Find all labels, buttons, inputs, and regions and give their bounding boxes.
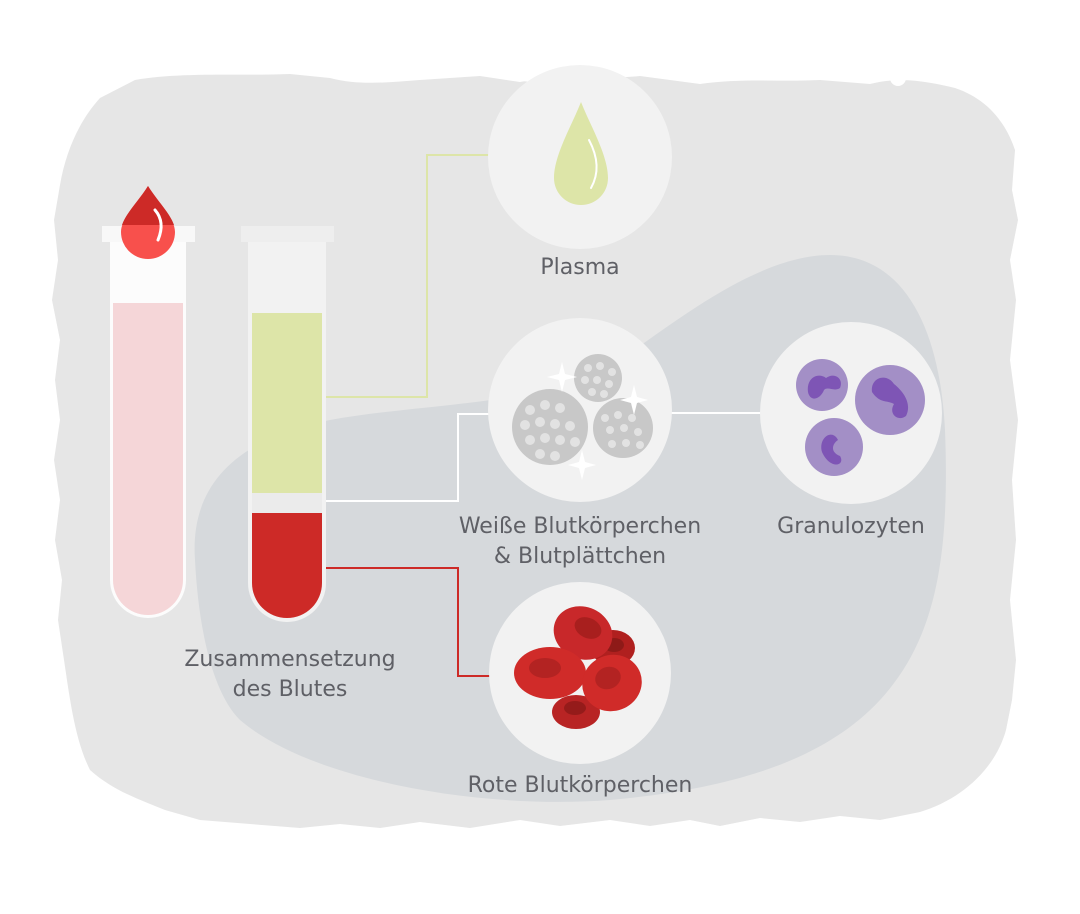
white-blood-cell-icon: [512, 354, 653, 465]
granulocytes-label: Granulozyten: [777, 514, 925, 539]
granulocyte-icon: [796, 359, 925, 476]
plasma-circle: [488, 65, 672, 249]
white-cells-label-line2: & Blutplättchen: [493, 544, 667, 569]
white-cells-connector: [322, 413, 492, 502]
whole-blood-tube: [102, 226, 195, 618]
separated-blood-tube: [241, 226, 334, 622]
granulocytes-circle: [760, 322, 942, 504]
white-cells-circle: [488, 318, 672, 502]
diagram-title: Zusammensetzung des Blutes: [160, 645, 420, 705]
sparkle-icon: [547, 362, 648, 480]
white-cells-label: Weiße Blutkörperchen & Blutplättchen: [420, 512, 740, 572]
diagram-title-line1: Zusammensetzung: [184, 647, 396, 672]
white-cells-label-line1: Weiße Blutkörperchen: [458, 514, 702, 539]
buffy-coat-layer: [252, 493, 322, 513]
red-cells-label: Rote Blutkörperchen: [467, 773, 693, 798]
red-blood-cell-icon: [514, 606, 642, 729]
plasma-label: Plasma: [540, 255, 620, 280]
blood-drop-icon: [121, 186, 175, 259]
plasma-connector: [322, 154, 492, 398]
diagram-title-line2: des Blutes: [232, 677, 348, 702]
red-cell-layer: [252, 513, 322, 618]
background-blob: [194, 255, 946, 802]
red-cells-connector: [322, 567, 492, 677]
red-cells-circle: [489, 582, 671, 764]
plasma-layer: [252, 313, 322, 493]
